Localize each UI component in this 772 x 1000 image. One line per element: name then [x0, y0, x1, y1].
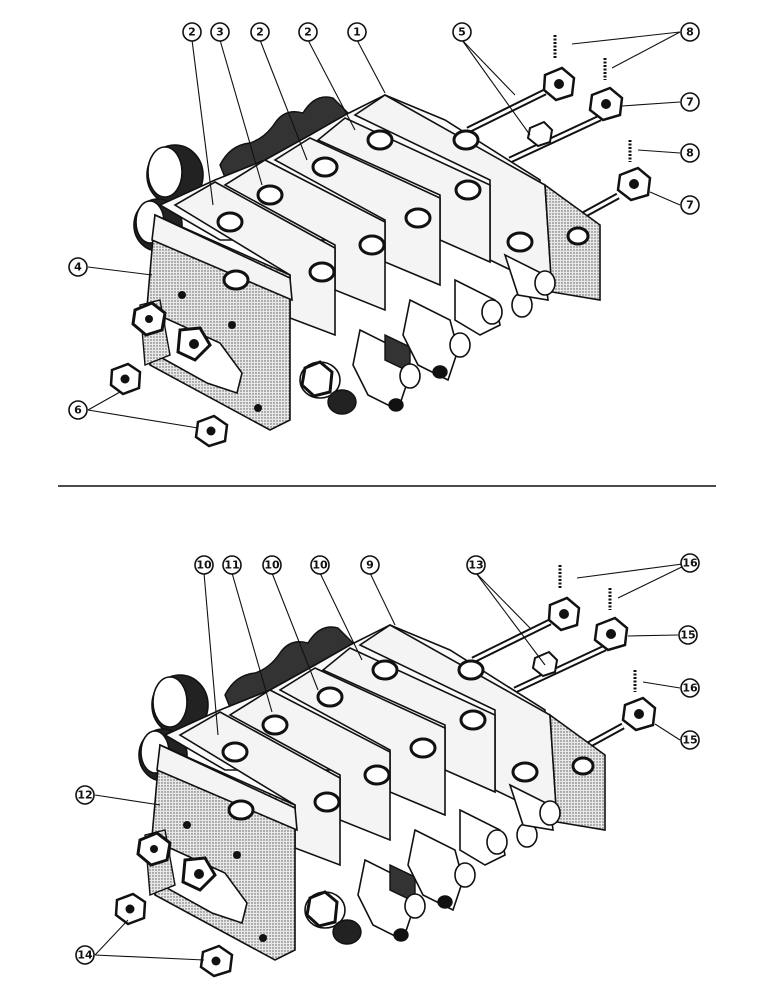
callout-lower-11: 11	[222, 555, 242, 575]
svg-text:8: 8	[686, 147, 694, 160]
upper-leaders	[87, 31, 681, 429]
svg-text:10: 10	[312, 559, 328, 572]
callout-lower-10c: 10	[310, 555, 330, 575]
svg-text:15: 15	[680, 629, 695, 642]
lower-leaders	[94, 562, 691, 961]
svg-text:8: 8	[686, 26, 694, 39]
callout-lower-13: 13	[466, 555, 486, 575]
svg-text:12: 12	[77, 789, 92, 802]
callout-upper-1: 1	[347, 22, 367, 42]
callout-upper-8a: 8	[680, 22, 700, 42]
callout-upper-6: 6	[68, 400, 88, 420]
svg-text:2: 2	[256, 26, 264, 39]
callout-lower-15a: 15	[678, 625, 698, 645]
svg-text:3: 3	[216, 26, 224, 39]
svg-text:9: 9	[366, 559, 374, 572]
callout-lower-10a: 10	[194, 555, 214, 575]
callout-lower-15b: 15	[680, 730, 700, 750]
svg-text:6: 6	[74, 404, 82, 417]
svg-text:13: 13	[468, 559, 483, 572]
callout-lower-16b: 16	[680, 678, 700, 698]
lower-valve-drawing	[116, 565, 655, 976]
svg-text:10: 10	[196, 559, 212, 572]
svg-text:10: 10	[264, 559, 280, 572]
svg-text:16: 16	[682, 557, 698, 570]
callout-lower-10b: 10	[262, 555, 282, 575]
callout-upper-5: 5	[452, 22, 472, 42]
callout-upper-3: 3	[210, 22, 230, 42]
callout-lower-14: 14	[75, 945, 95, 965]
callout-upper-7a: 7	[680, 92, 700, 112]
svg-text:15: 15	[682, 734, 697, 747]
svg-text:11: 11	[224, 559, 239, 572]
svg-text:14: 14	[77, 949, 93, 962]
svg-text:4: 4	[74, 261, 82, 274]
callout-upper-2b: 2	[250, 22, 270, 42]
svg-text:1: 1	[353, 26, 361, 39]
svg-text:16: 16	[682, 682, 698, 695]
callout-lower-9: 9	[360, 555, 380, 575]
callout-upper-2c: 2	[298, 22, 318, 42]
callout-lower-12: 12	[75, 785, 95, 805]
callout-upper-7b: 7	[680, 195, 700, 215]
callout-lower-16a: 16	[680, 553, 700, 573]
callout-upper-8b: 8	[680, 143, 700, 163]
callout-upper-4: 4	[68, 257, 88, 277]
callout-upper-2a: 2	[182, 22, 202, 42]
svg-text:2: 2	[188, 26, 196, 39]
svg-text:2: 2	[304, 26, 312, 39]
upper-valve-drawing	[111, 35, 650, 446]
svg-text:7: 7	[686, 96, 694, 109]
svg-text:5: 5	[458, 26, 466, 39]
svg-text:7: 7	[686, 199, 694, 212]
